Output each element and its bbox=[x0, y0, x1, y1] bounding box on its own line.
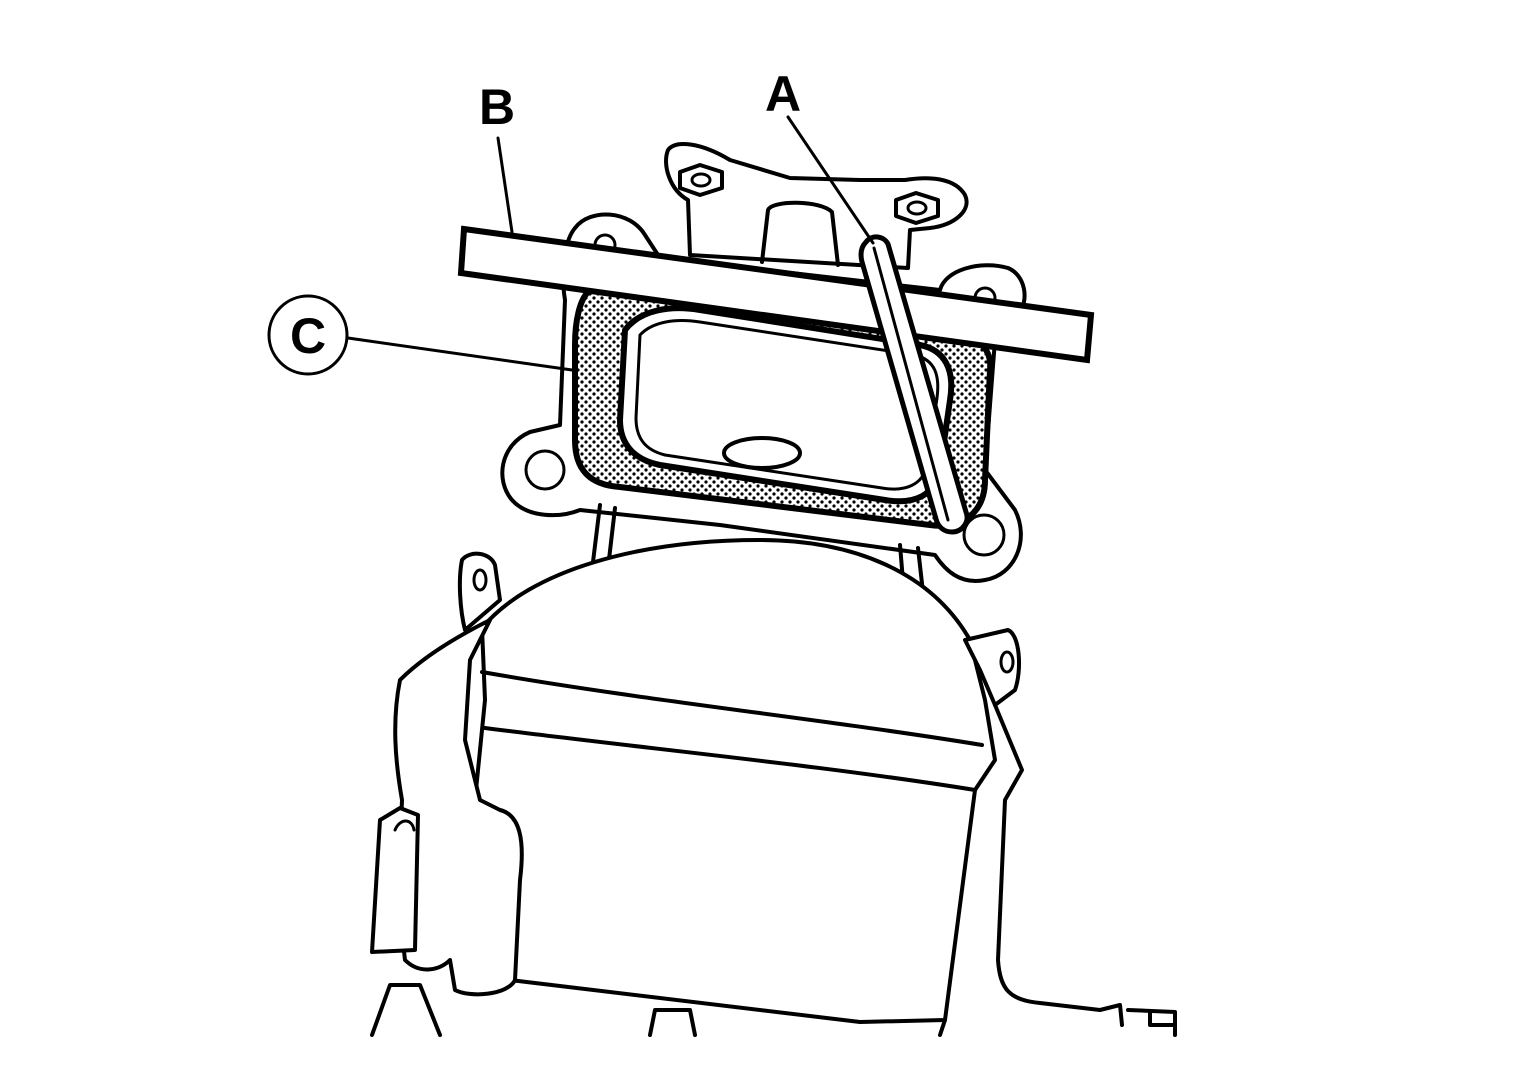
bolt-hole-left bbox=[524, 449, 566, 491]
leader-line-a bbox=[786, 115, 875, 245]
stud-nut-right bbox=[894, 191, 940, 225]
callout-badge-c: C bbox=[267, 294, 349, 376]
callout-label-a: A bbox=[765, 66, 801, 122]
leader-line-b bbox=[496, 136, 514, 234]
callout-label-c: C bbox=[290, 308, 326, 364]
leader-lines bbox=[346, 115, 875, 372]
catalytic-converter bbox=[370, 503, 1177, 1037]
manifold-upper bbox=[664, 142, 969, 270]
bolt-hole-right bbox=[962, 513, 1006, 557]
callout-label-b: B bbox=[479, 79, 515, 135]
feeler-gauge bbox=[858, 234, 970, 535]
stud-nut-left bbox=[678, 163, 724, 197]
leader-line-c bbox=[346, 336, 574, 372]
callout-circle-c bbox=[267, 294, 349, 376]
